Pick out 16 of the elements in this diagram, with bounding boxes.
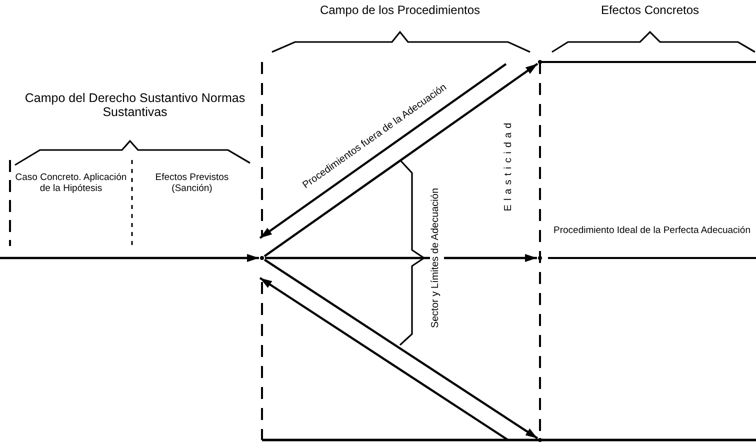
arrow — [265, 254, 537, 262]
junction-point — [538, 438, 542, 442]
junction-point — [260, 256, 264, 260]
section-heading: Campo de los Procedimientos — [318, 4, 482, 18]
junction-point — [538, 256, 542, 260]
region-label: Efectos Previstos (Sanción) — [154, 173, 230, 195]
arrow — [259, 63, 507, 239]
arrow — [264, 258, 538, 440]
section-heading: Efectos Concretos — [600, 4, 700, 18]
junction-point — [538, 60, 542, 64]
region-label: Caso Concreto. Aplicación de la Hipótesis — [14, 173, 128, 195]
section-heading: Campo del Derecho Sustantivo Normas Sustantivas — [24, 91, 246, 120]
arrow — [0, 254, 259, 262]
line-label: Procedimiento Ideal de la Perfecta Adecuación — [552, 226, 752, 237]
arrow — [259, 277, 509, 441]
arrow — [264, 62, 538, 258]
